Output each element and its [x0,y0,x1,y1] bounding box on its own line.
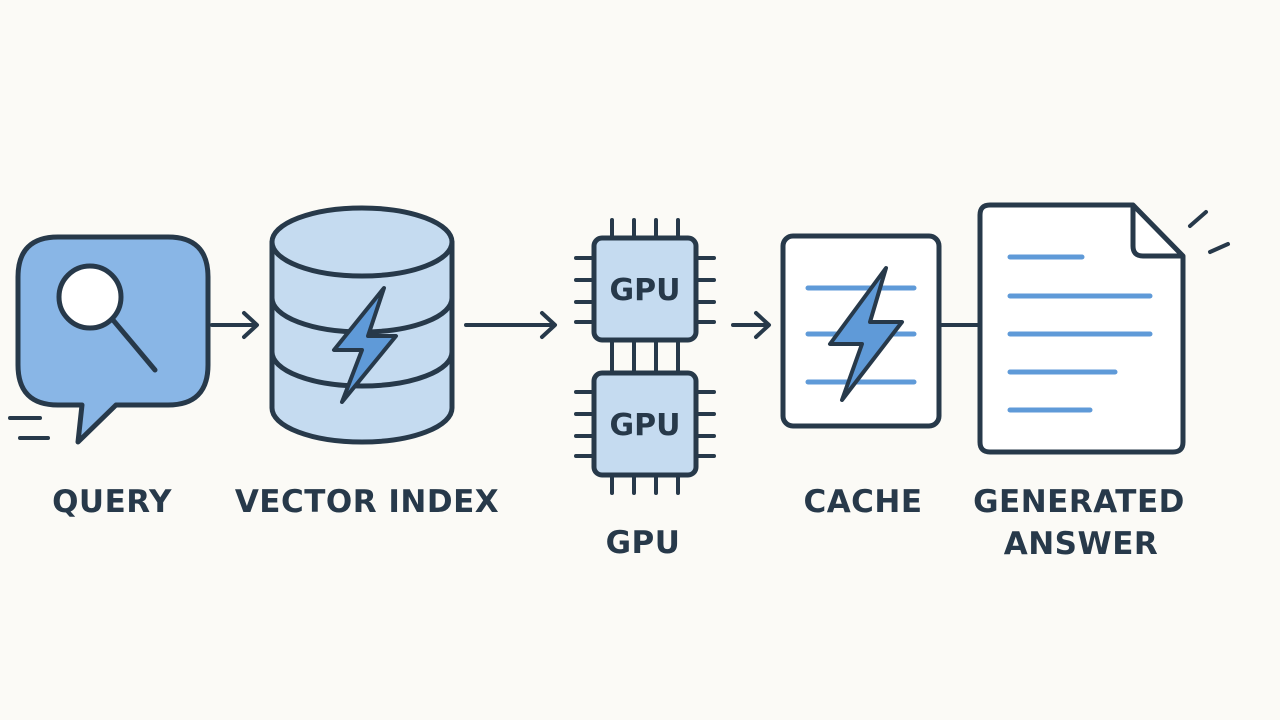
gpu-chip-1 [591,235,699,343]
arrow-gpu-to-cache [731,311,771,339]
gpu-chip-2 [591,370,699,478]
vector-index-label: VECTOR INDEX [235,484,499,520]
gpu-chip-1-text: GPU [610,273,681,308]
cache-node: CACHE [780,233,942,520]
arrow-query-to-index [210,311,259,339]
query-label: QUERY [52,484,172,520]
sparkle-icon [1188,210,1230,254]
answer-label-line2: ANSWER [1004,526,1159,562]
cache-bolt-icon [780,233,942,429]
gpu-chip-icon: GPU GPU [574,218,716,495]
document-icon [977,202,1230,455]
query-node: QUERY [8,234,211,520]
chat-search-icon [8,234,211,445]
answer-label-line1: GENERATED [973,484,1185,520]
answer-node: GENERATED ANSWER [973,202,1230,562]
gpu-chip-2-text: GPU [610,408,681,443]
vector-index-node: VECTOR INDEX [235,205,499,520]
gpu-label: GPU [606,525,681,561]
cache-label: CACHE [803,484,922,520]
arrow-index-to-gpu [464,311,557,339]
database-bolt-icon [269,205,455,445]
gpu-node: GPU GPU GPU [574,218,716,561]
